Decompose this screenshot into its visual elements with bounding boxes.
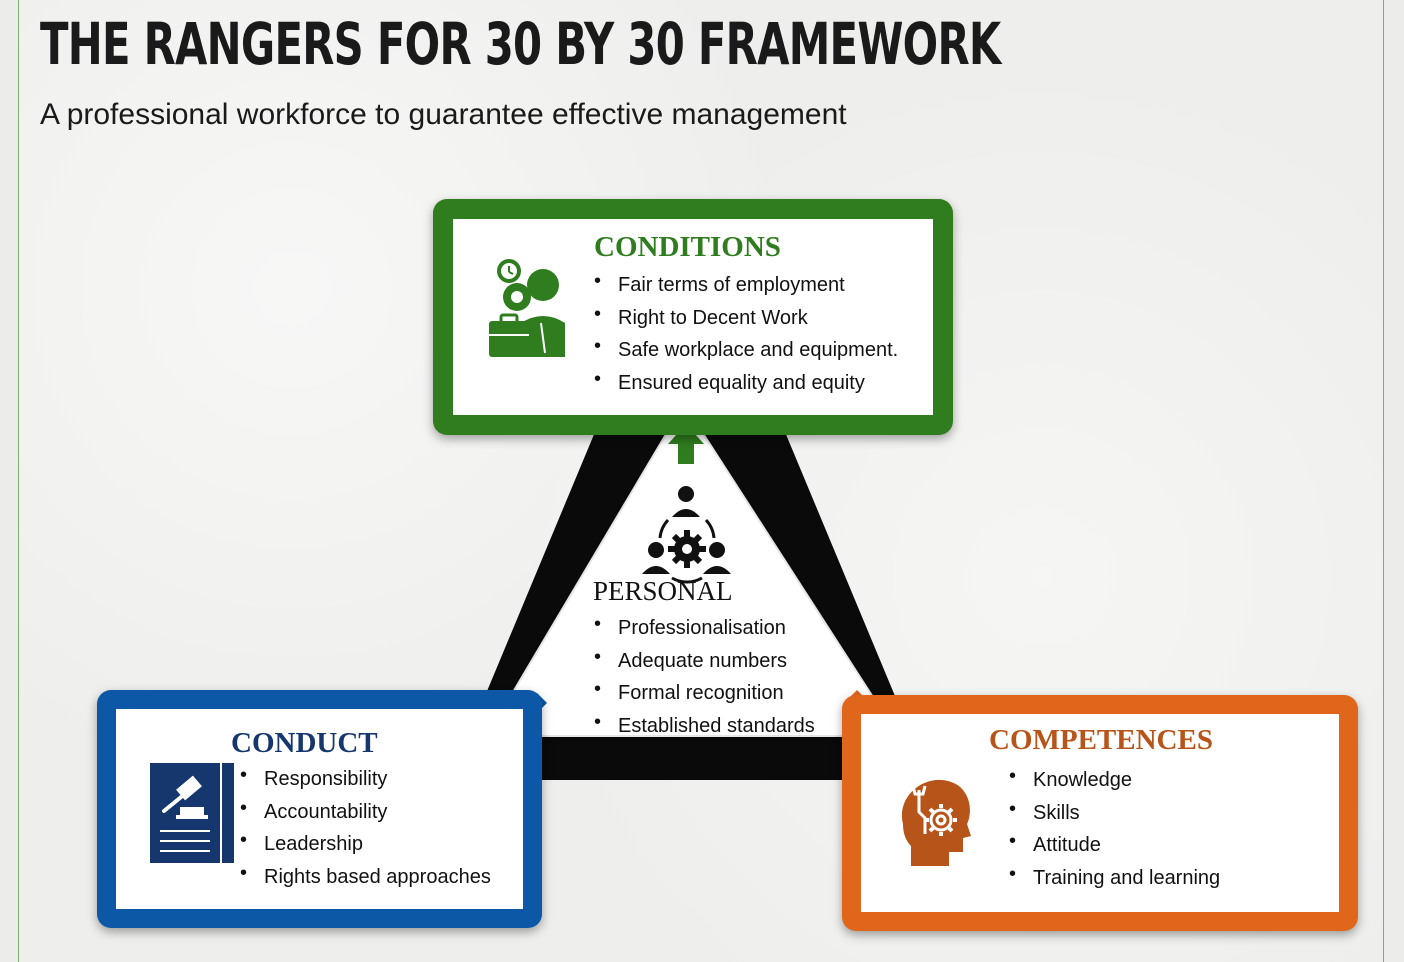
list-item: Rights based approaches <box>240 859 491 896</box>
list-item: Training and learning <box>1009 860 1220 897</box>
page-subtitle: A professional workforce to guarantee ef… <box>40 98 847 131</box>
page-title: THE RANGERS FOR 30 BY 30 FRAMEWORK <box>40 10 1001 78</box>
list-item: Adequate numbers <box>594 643 815 680</box>
list-item: Safe workplace and equipment. <box>594 332 898 369</box>
conditions-list: Fair terms of employment Right to Decent… <box>594 267 898 402</box>
list-item: Professionalisation <box>594 610 815 647</box>
list-item: Accountability <box>240 794 491 831</box>
head-gear-wrench-icon <box>901 779 971 866</box>
list-item: Attitude <box>1009 827 1220 864</box>
conditions-box: CONDITIONS Fair terms of employment Righ… <box>433 199 953 435</box>
personal-list: Professionalisation Adequate numbers For… <box>594 610 815 745</box>
conduct-list: Responsibility Accountability Leadership… <box>240 761 491 896</box>
list-item: Ensured equality and equity <box>594 365 898 402</box>
worker-toolbox-icon <box>489 259 565 357</box>
gavel-document-icon <box>150 763 234 863</box>
conditions-heading: CONDITIONS <box>594 231 781 263</box>
list-item: Right to Decent Work <box>594 300 898 337</box>
competences-box: COMPETENCES Knowledge Skills Attitude Tr… <box>842 695 1358 931</box>
list-item: Skills <box>1009 795 1220 832</box>
list-item: Responsibility <box>240 761 491 798</box>
personal-heading: PERSONAL <box>593 576 733 606</box>
list-item: Fair terms of employment <box>594 267 898 304</box>
list-item: Knowledge <box>1009 762 1220 799</box>
list-item: Established standards <box>594 708 815 745</box>
conduct-box: CONDUCT Responsibility Accountability Le… <box>97 690 542 928</box>
team-gear-icon <box>642 486 731 584</box>
competences-heading: COMPETENCES <box>989 724 1213 756</box>
list-item: Leadership <box>240 826 491 863</box>
competences-list: Knowledge Skills Attitude Training and l… <box>1009 762 1220 897</box>
conduct-heading: CONDUCT <box>231 727 378 759</box>
list-item: Formal recognition <box>594 675 815 712</box>
